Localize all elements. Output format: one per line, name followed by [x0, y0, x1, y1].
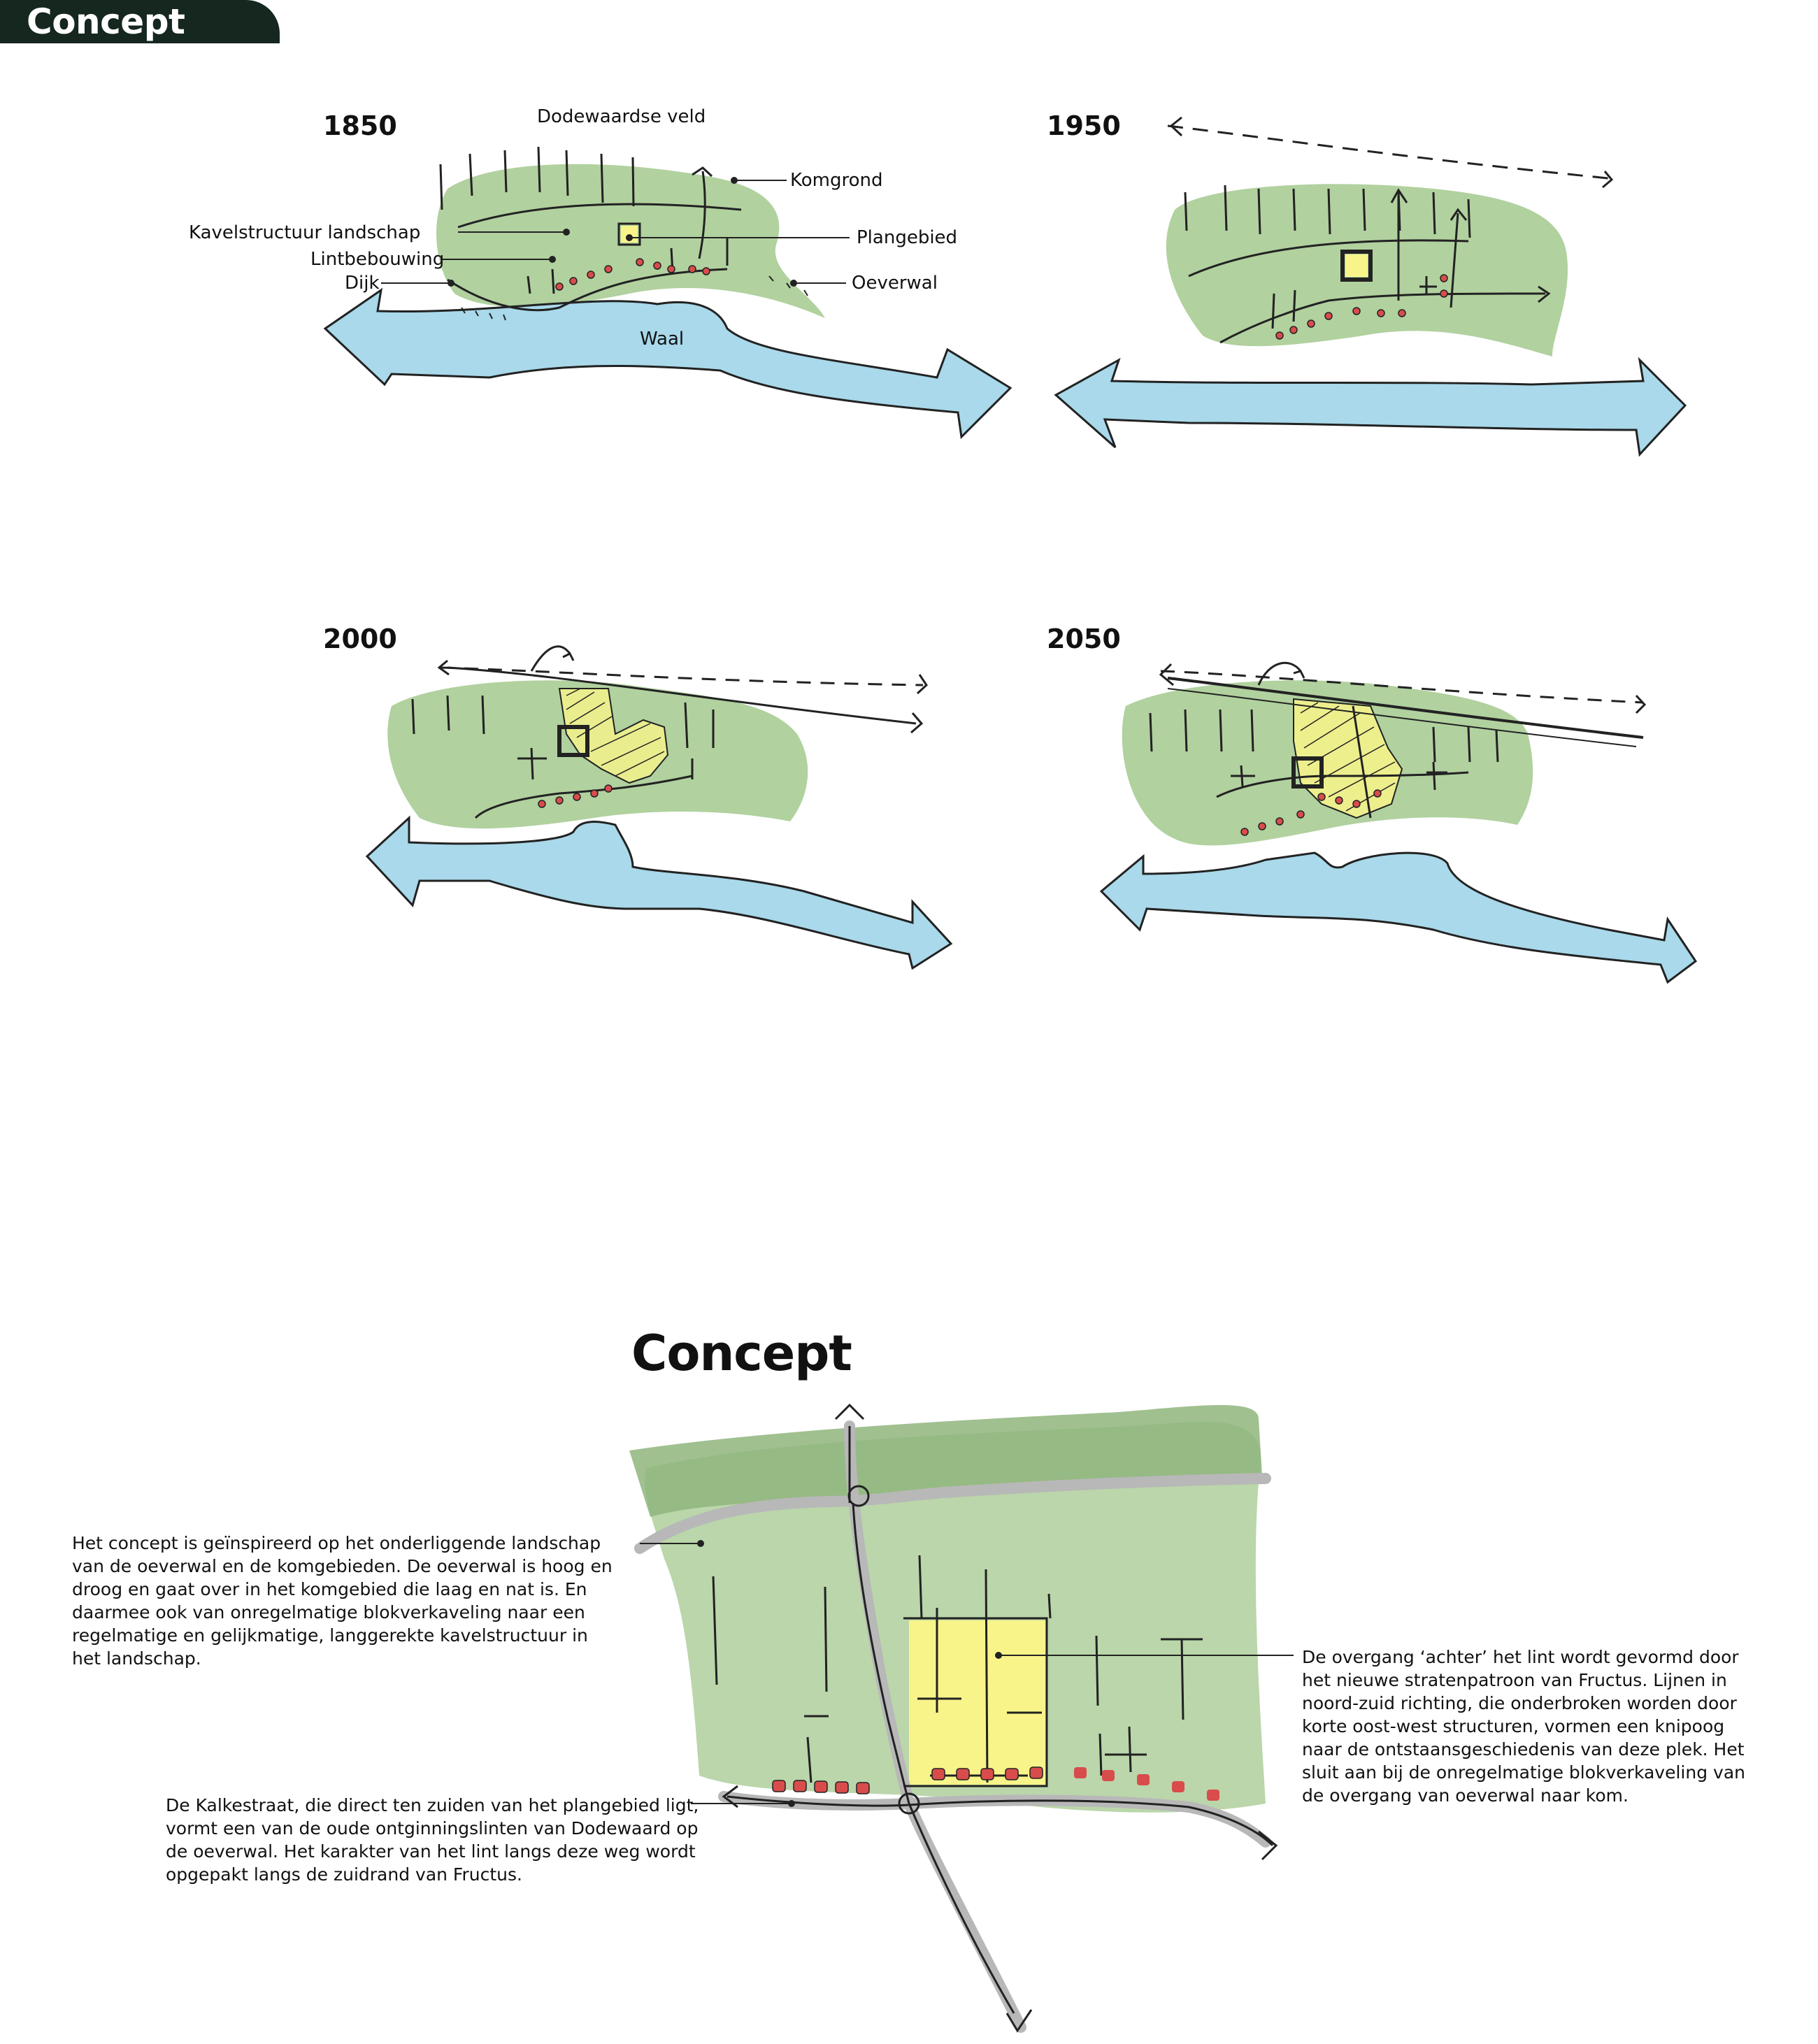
section-tab-label: Concept	[27, 1, 185, 42]
concept-text-right: De overgang ‘achter’ het lint wordt gevo…	[1302, 1647, 1745, 1806]
label-plangebied: Plangebied	[857, 227, 958, 248]
label-kavelstructuur: Kavelstructuur landschap	[189, 222, 421, 243]
section-tab: Concept	[0, 0, 280, 43]
label-waal: Waal	[640, 329, 685, 350]
year-label-2050: 2050	[1047, 624, 1121, 654]
concept-title: Concept	[631, 1325, 852, 1382]
year-label-1850: 1850	[323, 110, 397, 141]
label-oeverwal: Oeverwal	[852, 273, 938, 294]
sketch-1950	[1054, 116, 1687, 457]
sketch-2000	[365, 645, 953, 970]
label-dijk: Dijk	[345, 273, 380, 294]
concept-text-left: Het concept is geïnspireerd op het onder…	[72, 1533, 613, 1669]
year-label-2000: 2000	[323, 624, 397, 654]
concept-text-bottom: De Kalkestraat, die direct ten zuiden va…	[166, 1795, 699, 1885]
sketch-1850	[323, 146, 1012, 440]
label-dodewaardse-veld: Dodewaardse veld	[537, 106, 706, 127]
sketch-2050	[1099, 661, 1698, 984]
label-komgrond: Komgrond	[790, 170, 883, 191]
year-label-1950: 1950	[1047, 110, 1121, 141]
label-lintbebouwing: Lintbebouwing	[310, 249, 445, 270]
